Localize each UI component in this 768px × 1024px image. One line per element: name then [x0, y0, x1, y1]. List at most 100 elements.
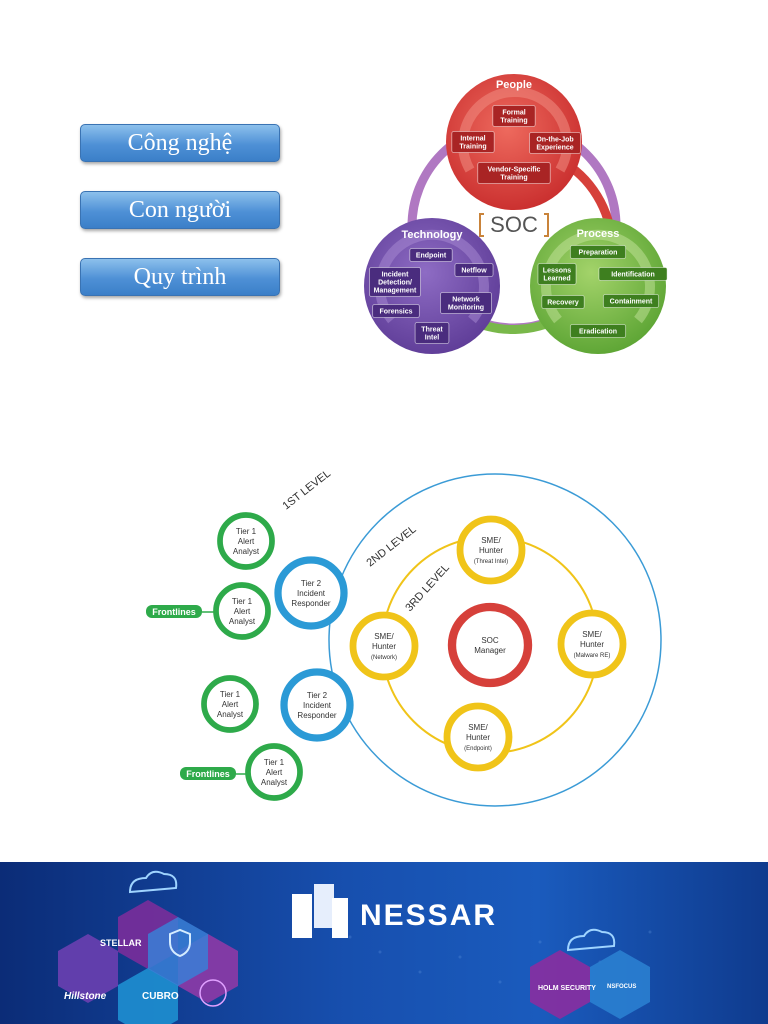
- svg-text:Alert: Alert: [266, 768, 283, 777]
- frontlines-label: Frontlines: [146, 605, 216, 618]
- svg-text:Hunter: Hunter: [580, 640, 604, 649]
- cloud-icon-right: [566, 928, 616, 952]
- svg-text:Training: Training: [500, 175, 527, 182]
- svg-text:Incident: Incident: [297, 589, 326, 598]
- nessar-brand: NESSAR: [360, 899, 497, 932]
- shield-icon: [169, 928, 191, 958]
- svg-text:Analyst: Analyst: [217, 710, 244, 719]
- svg-text:Internal: Internal: [460, 136, 485, 143]
- cong-nghe-button[interactable]: Công nghệ: [80, 124, 280, 162]
- process-item: Eradication: [569, 324, 627, 338]
- svg-text:Analyst: Analyst: [261, 778, 288, 787]
- con-nguoi-button[interactable]: Con người: [80, 191, 280, 229]
- svg-text:Responder: Responder: [297, 711, 336, 720]
- svg-text:Alert: Alert: [222, 700, 239, 709]
- svg-text:Detection/: Detection/: [378, 280, 412, 287]
- svg-text:Tier 2: Tier 2: [301, 579, 322, 588]
- svg-text:On-the-Job: On-the-Job: [536, 137, 573, 144]
- process-title: Process: [577, 228, 620, 240]
- svg-text:(Threat Intel): (Threat Intel): [474, 559, 508, 565]
- svg-text:Tier 1: Tier 1: [264, 758, 285, 767]
- svg-text:Preparation: Preparation: [579, 250, 618, 257]
- svg-text:Forensics: Forensics: [379, 309, 412, 316]
- soc-center-label: SOC: [490, 212, 538, 237]
- nessar-banner: STELLAR Hillstone CUBRO NESSAR HOLM SECU…: [0, 862, 768, 1024]
- svg-text:Analyst: Analyst: [233, 547, 260, 556]
- svg-text:Recovery: Recovery: [547, 300, 579, 307]
- svg-text:Lessons: Lessons: [543, 268, 572, 275]
- svg-text:Frontlines: Frontlines: [186, 769, 230, 779]
- svg-text:Experience: Experience: [536, 145, 573, 152]
- svg-text:Endpoint: Endpoint: [416, 253, 447, 260]
- svg-text:SME/: SME/: [468, 723, 488, 732]
- svg-text:Tier 1: Tier 1: [220, 690, 241, 699]
- process-item: Recovery: [541, 295, 585, 309]
- svg-text:Containment: Containment: [610, 299, 653, 306]
- svg-text:Tier 1: Tier 1: [236, 527, 257, 536]
- svg-text:Network: Network: [452, 297, 480, 304]
- nsfocus-logo: NSFOCUS: [607, 984, 636, 990]
- svg-text:SME/: SME/: [374, 632, 394, 641]
- brain-icon: [199, 979, 227, 1007]
- svg-text:Alert: Alert: [238, 537, 255, 546]
- soc-cycle-diagram: People Technology Process SOC FormalTrai…: [364, 74, 668, 354]
- svg-text:Tier 2: Tier 2: [307, 691, 328, 700]
- svg-text:Training: Training: [459, 144, 486, 151]
- svg-text:(Malware RE): (Malware RE): [574, 653, 611, 659]
- svg-text:Identification: Identification: [611, 272, 655, 279]
- banner-graphic: STELLAR Hillstone CUBRO NESSAR HOLM SECU…: [58, 870, 652, 1024]
- svg-text:Monitoring: Monitoring: [448, 305, 484, 312]
- sme-hunter-node: SME/Hunter (Endpoint): [443, 702, 513, 772]
- people-title: People: [496, 79, 532, 91]
- svg-text:Analyst: Analyst: [229, 617, 256, 626]
- svg-text:Formal: Formal: [502, 110, 525, 117]
- svg-text:Manager: Manager: [474, 646, 506, 655]
- svg-text:Management: Management: [374, 288, 417, 295]
- frontlines-label: Frontlines: [180, 767, 250, 780]
- hillstone-logo: Hillstone: [64, 991, 107, 1002]
- quy-trinh-button[interactable]: Quy trình: [80, 258, 280, 296]
- technology-item: Netflow: [454, 263, 494, 277]
- cloud-icon-left: [128, 870, 178, 894]
- svg-text:Tier 1: Tier 1: [232, 597, 253, 606]
- svg-text:Hunter: Hunter: [372, 642, 396, 651]
- technology-item: Endpoint: [409, 248, 453, 262]
- svg-text:Responder: Responder: [291, 599, 330, 608]
- svg-text:Incident: Incident: [303, 701, 332, 710]
- svg-text:SME/: SME/: [481, 536, 501, 545]
- svg-text:Intel: Intel: [425, 335, 439, 342]
- sme-hunter-node: SME/Hunter (Malware RE): [557, 609, 627, 679]
- svg-text:Threat: Threat: [421, 327, 443, 334]
- process-item: Preparation: [569, 245, 627, 259]
- svg-text:Alert: Alert: [234, 607, 251, 616]
- level3-label: 3RD LEVEL: [403, 562, 452, 614]
- svg-text:Frontlines: Frontlines: [152, 607, 196, 617]
- svg-text:SOC: SOC: [481, 636, 499, 645]
- svg-text:(Endpoint): (Endpoint): [464, 746, 492, 752]
- svg-text:(Network): (Network): [371, 655, 397, 661]
- svg-text:Training: Training: [500, 118, 527, 125]
- level2-ring: [328, 473, 662, 807]
- svg-text:Vendor-Specific: Vendor-Specific: [488, 167, 541, 174]
- nessar-logo-mark: [292, 884, 348, 938]
- svg-text:SME/: SME/: [582, 630, 602, 639]
- sme-hunter-node: SME/Hunter(Threat Intel): [456, 515, 526, 585]
- svg-text:Hunter: Hunter: [466, 733, 490, 742]
- svg-text:Learned: Learned: [543, 276, 570, 283]
- technology-title: Technology: [402, 229, 464, 241]
- svg-text:Incident: Incident: [382, 272, 410, 279]
